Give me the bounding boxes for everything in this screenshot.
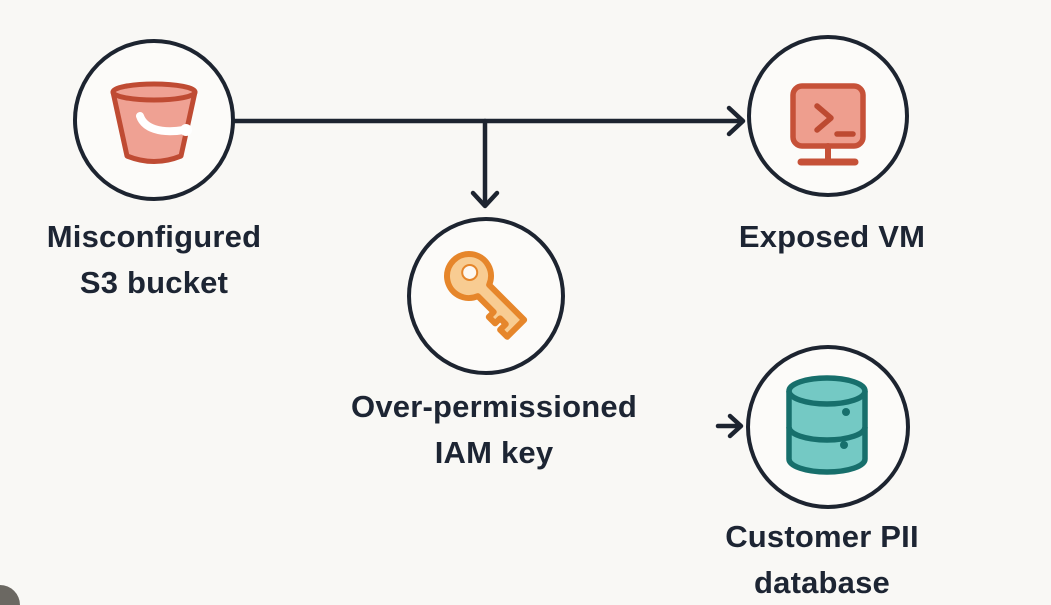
label-line: IAM key	[434, 435, 554, 470]
label-line: database	[753, 565, 890, 600]
label-iam-key: Over-permissioned IAM key	[351, 384, 637, 476]
node-s3-bucket	[73, 39, 235, 201]
database-icon	[786, 375, 868, 475]
node-exposed-vm	[747, 35, 909, 197]
label-s3-bucket: Misconfigured S3 bucket	[47, 214, 261, 306]
label-customer-pii-database: Customer PII database	[725, 514, 919, 605]
node-customer-pii-database	[746, 345, 910, 509]
key-icon	[444, 251, 528, 340]
edge-branch-to-iam-key	[470, 118, 500, 209]
label-line: S3 bucket	[79, 265, 229, 300]
label-line: Customer PII	[725, 519, 919, 554]
bucket-icon	[110, 81, 198, 164]
edge-s3-to-vm	[230, 105, 746, 137]
node-iam-key	[407, 217, 565, 375]
label-line: Exposed VM	[738, 219, 926, 254]
label-exposed-vm: Exposed VM	[739, 214, 925, 260]
edge-stub-to-database	[715, 413, 744, 439]
terminal-monitor-icon	[790, 83, 866, 166]
label-line: Over-permissioned	[351, 389, 637, 424]
label-line: Misconfigured	[46, 219, 262, 254]
